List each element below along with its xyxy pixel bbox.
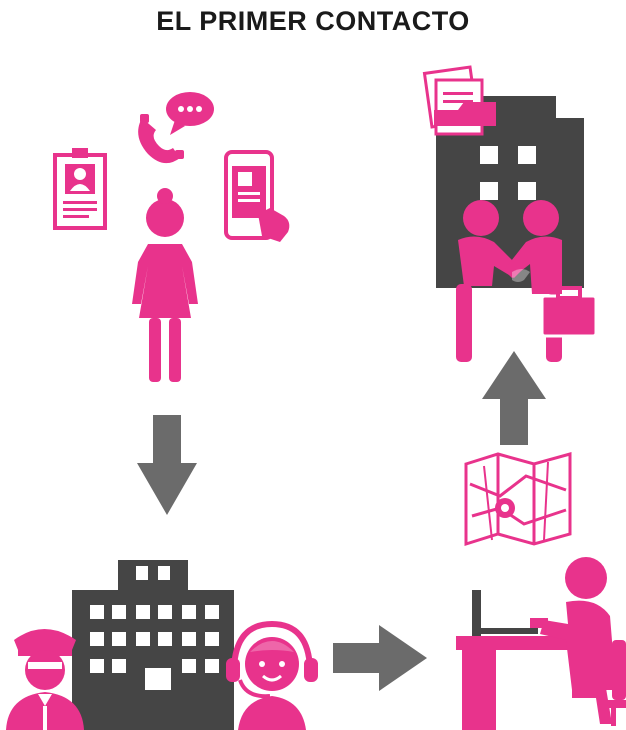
map-icon <box>464 452 572 547</box>
security-guard-icon <box>6 629 84 730</box>
diagram-title: EL PRIMER CONTACTO <box>156 6 470 36</box>
arrow-up-icon <box>482 351 546 445</box>
arrow-down-icon <box>137 415 197 515</box>
arrow-right-icon <box>333 625 427 691</box>
resume-icon <box>53 148 107 230</box>
phone-chat-icon <box>138 92 214 164</box>
documents-folder-icon <box>422 65 496 136</box>
call-center-agent-icon <box>226 620 318 730</box>
smartphone-icon <box>224 150 290 242</box>
handshake-building-icon <box>422 65 598 362</box>
desk-worker-icon <box>456 557 626 730</box>
office-building-icon <box>72 560 234 730</box>
woman-icon <box>132 188 198 382</box>
